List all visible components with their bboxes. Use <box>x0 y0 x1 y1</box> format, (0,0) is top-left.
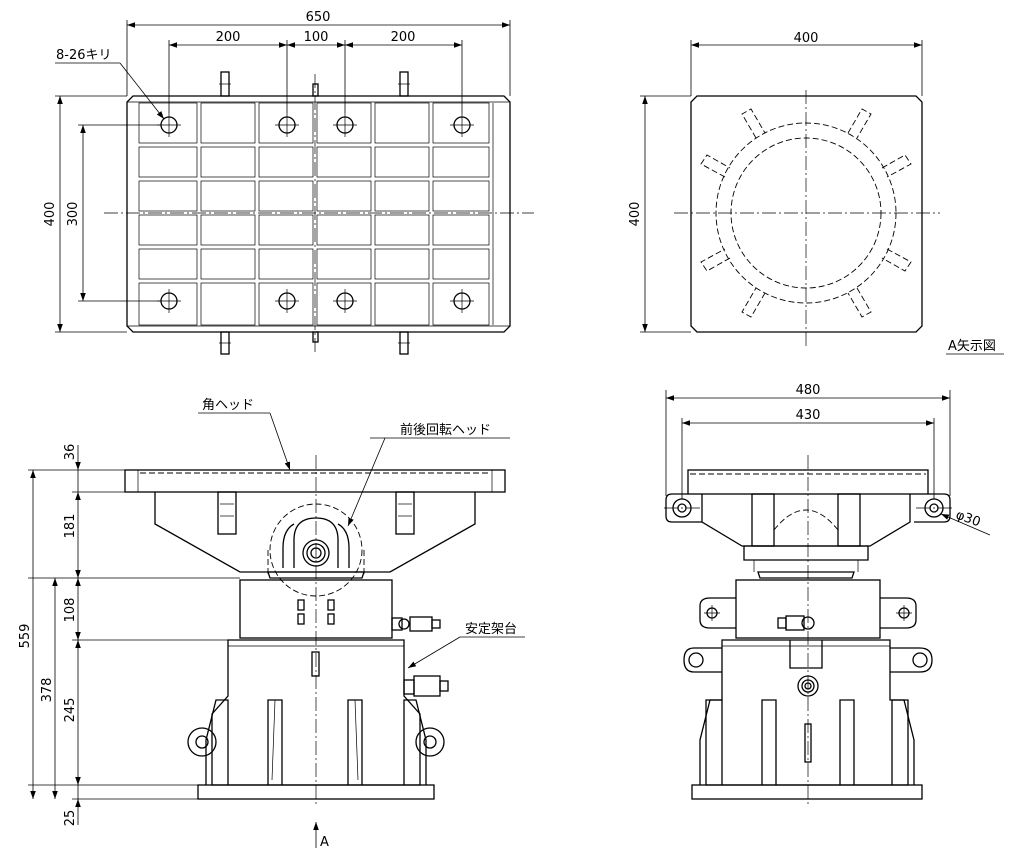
arrow-view-title: A矢示図 <box>948 339 996 354</box>
side-base-plate <box>691 784 923 800</box>
dim-559: 559 <box>18 624 33 649</box>
hole-note: 8-26キリ <box>56 48 112 63</box>
dim-245: 245 <box>63 698 78 723</box>
dim-181: 181 <box>63 514 78 539</box>
arrow-view: 400 400 A矢示図 <box>628 31 1004 355</box>
front-head-frame <box>154 492 476 573</box>
front-dimensions <box>28 445 240 825</box>
hole-diameter: φ30 <box>954 508 983 531</box>
dim-108: 108 <box>63 598 78 623</box>
dim-400-depth: 400 <box>43 202 58 227</box>
label-stand: 安定架台 <box>465 622 517 637</box>
label-square-head: 角ヘッド <box>202 398 254 413</box>
label-tilt-head: 前後回転ヘッド <box>400 422 491 438</box>
side-dim-480: 480 <box>796 383 821 398</box>
dim-200-right: 200 <box>391 30 416 45</box>
dim-36: 36 <box>63 444 78 461</box>
plan-plate-outline <box>126 95 511 333</box>
arrow-view-dim-400-depth: 400 <box>628 202 643 227</box>
front-lower-fitting <box>403 675 449 697</box>
plan-grid <box>138 102 494 326</box>
dim-650: 650 <box>306 10 331 25</box>
plan-pins <box>219 71 410 355</box>
dim-300: 300 <box>66 202 81 227</box>
front-top-plate <box>124 469 506 493</box>
plan-mounting-holes <box>157 113 474 313</box>
side-lower-body <box>705 639 909 786</box>
side-dim-430: 430 <box>796 408 821 423</box>
view-marker-a: A <box>320 835 329 850</box>
dim-25: 25 <box>63 810 78 827</box>
side-ribs <box>699 699 915 785</box>
front-mid-fitting <box>391 616 441 632</box>
arrow-view-dim-400-width: 400 <box>794 31 819 46</box>
front-leaders <box>198 412 525 669</box>
arrow-view-ribs <box>700 108 912 318</box>
plan-view: 650 200 100 200 400 300 8-26キリ <box>43 10 534 355</box>
dim-378: 378 <box>40 678 55 703</box>
plan-dimensions <box>55 20 511 333</box>
side-mid-fitting <box>777 615 815 631</box>
arrow-view-plate <box>690 95 923 333</box>
front-view: A 36 181 108 559 378 245 25 <box>18 398 525 850</box>
dim-200-left: 200 <box>216 30 241 45</box>
side-view: 480 430 φ30 <box>664 383 991 805</box>
dim-100: 100 <box>304 30 329 45</box>
side-head-frame <box>701 494 911 547</box>
